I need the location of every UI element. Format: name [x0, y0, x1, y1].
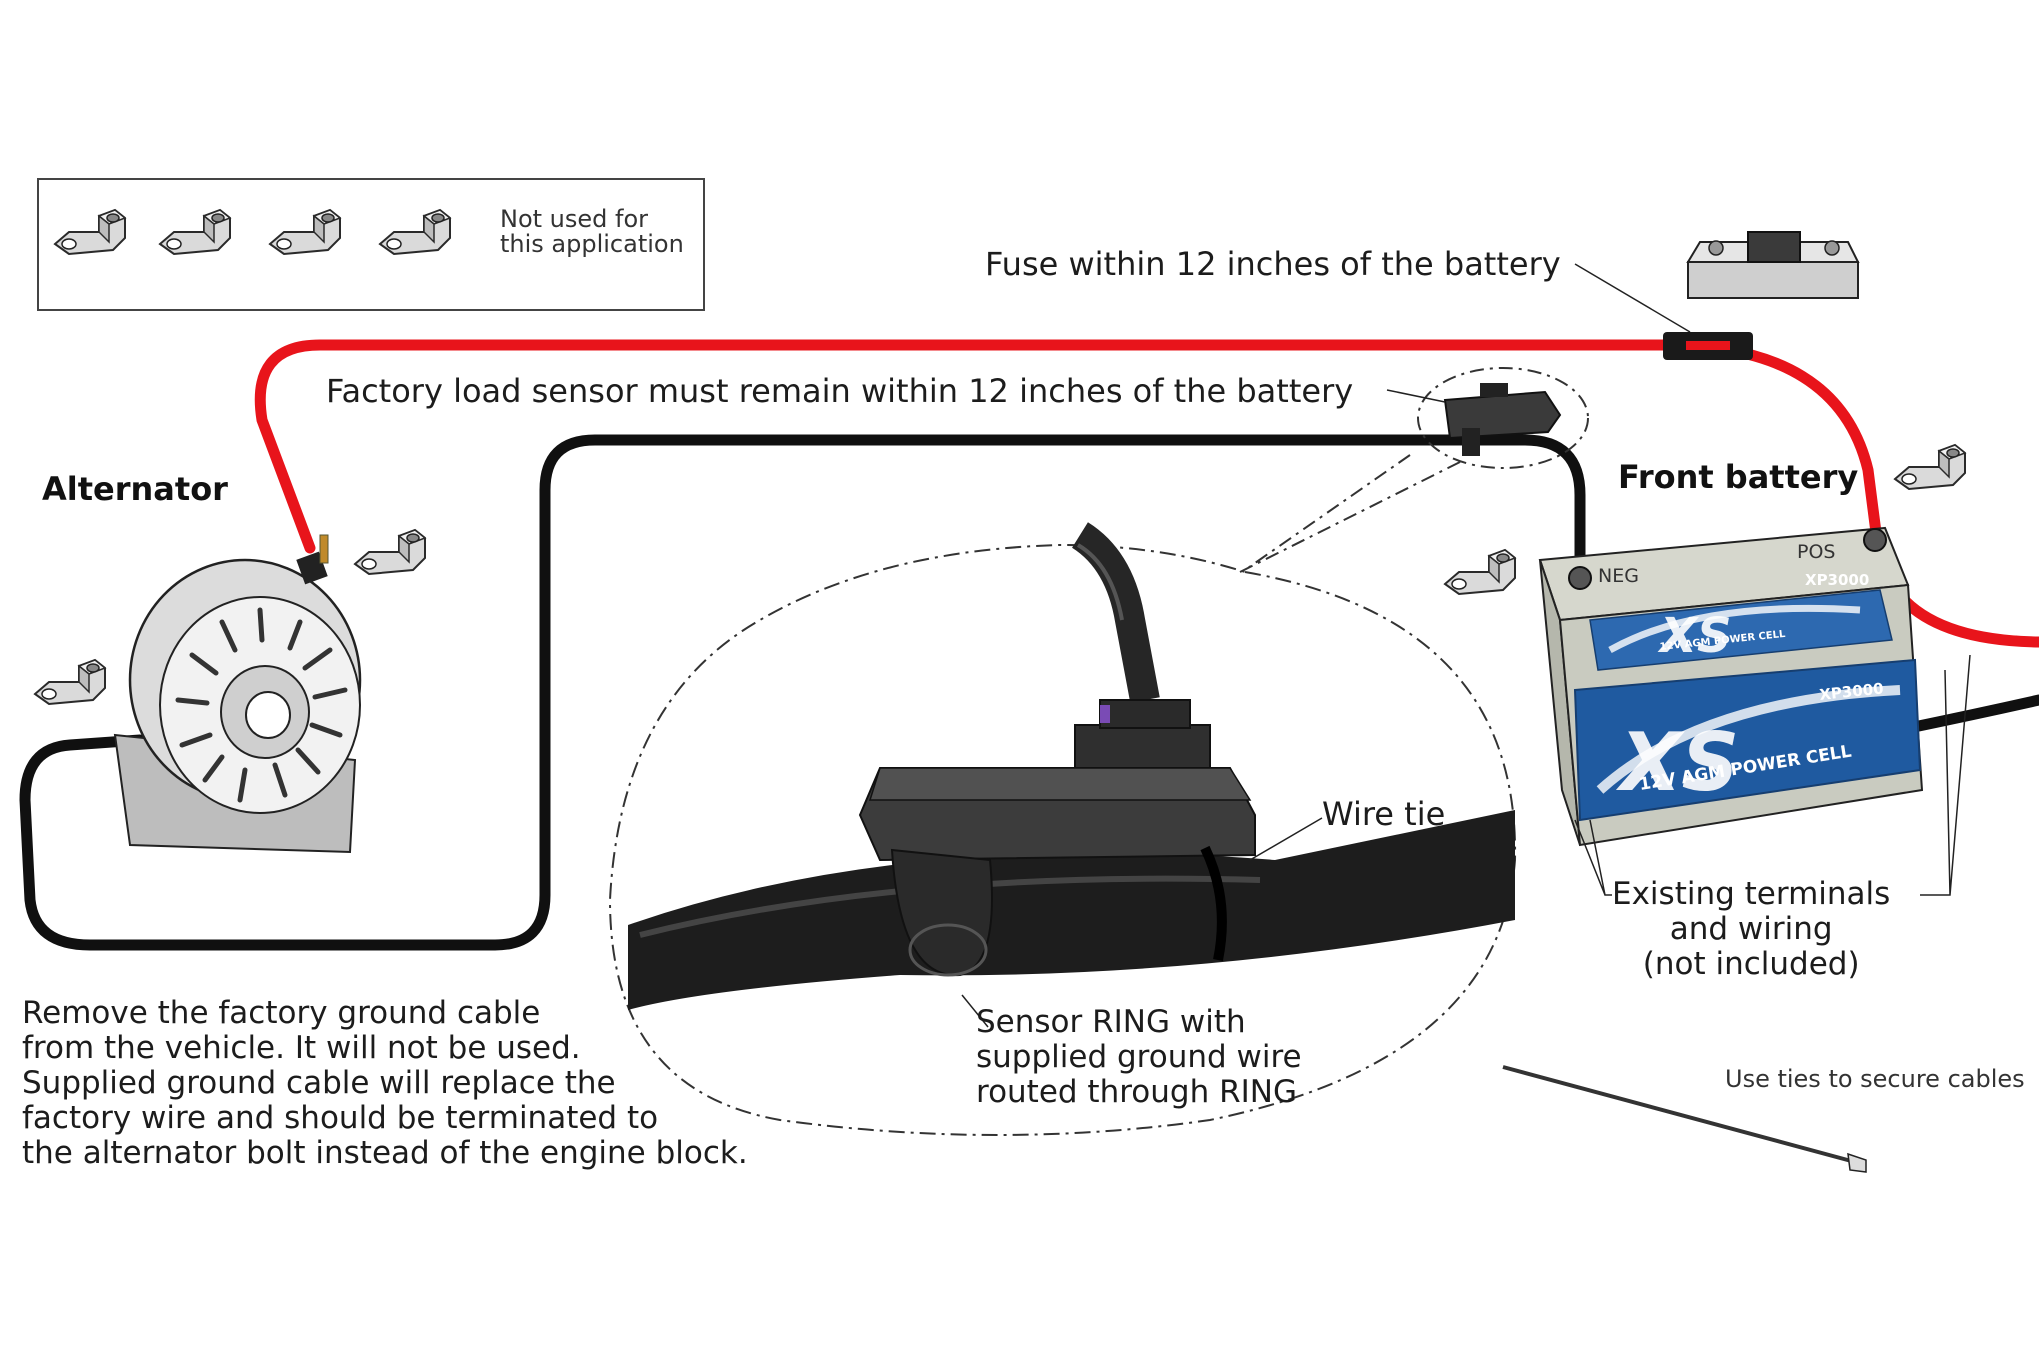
battery-brand-top: XS: [1657, 608, 1732, 664]
unused-parts-box: [37, 178, 705, 311]
not-used-line-2: this application: [500, 230, 684, 258]
terminal-bracket-icon: [379, 209, 451, 255]
terminal-bracket-icon: [1894, 444, 1966, 490]
sensor-note: Factory load sensor must remain within 1…: [326, 372, 1354, 410]
fuse-note: Fuse within 12 inches of the battery: [985, 245, 1561, 283]
terminal-bracket-icon: [34, 659, 106, 705]
callout-cone: [1239, 454, 1461, 573]
remove-line-5: the alternator bolt instead of the engin…: [22, 1135, 748, 1171]
existing-line-2: and wiring: [1669, 911, 1833, 947]
sensor-callout-ring: [1417, 367, 1589, 469]
battery-neg-label: NEG: [1598, 565, 1639, 587]
terminal-bracket-icon: [1444, 549, 1516, 595]
remove-line-2: from the vehicle. It will not be used.: [22, 1030, 581, 1066]
battery-brand-front: XS: [1615, 716, 1739, 809]
load-sensor-icon: [1443, 383, 1562, 456]
ring-line-1: Sensor RING with: [976, 1004, 1246, 1040]
alternator-label: Alternator: [42, 470, 228, 508]
sensor-ring-label: Sensor RING with supplied ground wire ro…: [976, 1005, 1302, 1110]
cable-tie-icon: [1502, 1065, 1867, 1173]
terminal-bracket-icon: [354, 529, 426, 575]
battery-icon: XS XS XP3000 XP3000 12V AGM POWER CELL 1…: [1538, 526, 1924, 847]
ring-line-3: routed through RING: [976, 1074, 1297, 1110]
inline-fuse: [1663, 332, 1753, 360]
alternator-icon: [113, 534, 362, 854]
remove-ground-note: Remove the factory ground cable from the…: [22, 996, 748, 1171]
remove-line-1: Remove the factory ground cable: [22, 995, 541, 1031]
sensor-closeup: [628, 522, 1515, 1010]
battery-model-top: XP3000: [1805, 571, 1869, 589]
existing-line-3: (not included): [1642, 946, 1860, 982]
positive-cable: [254, 339, 2039, 648]
ring-line-2: supplied ground wire: [976, 1039, 1302, 1075]
not-used-line-1: Not used for: [500, 205, 649, 233]
battery-pos-label: POS: [1797, 541, 1835, 563]
leader-lines: [961, 263, 1971, 1028]
ties-note: Use ties to secure cables: [1725, 1065, 2025, 1093]
fuse-holder-icon: [1686, 231, 1860, 299]
not-used-label: Not used for this application: [500, 207, 684, 257]
existing-terminals-label: Existing terminals and wiring (not inclu…: [1612, 877, 1890, 982]
front-battery-label: Front battery: [1618, 458, 1859, 496]
remove-line-3: Supplied ground cable will replace the: [22, 1065, 616, 1101]
terminal-bracket-icon: [159, 209, 231, 255]
terminal-bracket-icon: [54, 209, 126, 255]
existing-line-1: Existing terminals: [1612, 876, 1891, 912]
terminal-bracket-icon: [269, 209, 341, 255]
remove-line-4: factory wire and should be terminated to: [22, 1100, 659, 1136]
wire-tie-label: Wire tie: [1322, 795, 1446, 833]
